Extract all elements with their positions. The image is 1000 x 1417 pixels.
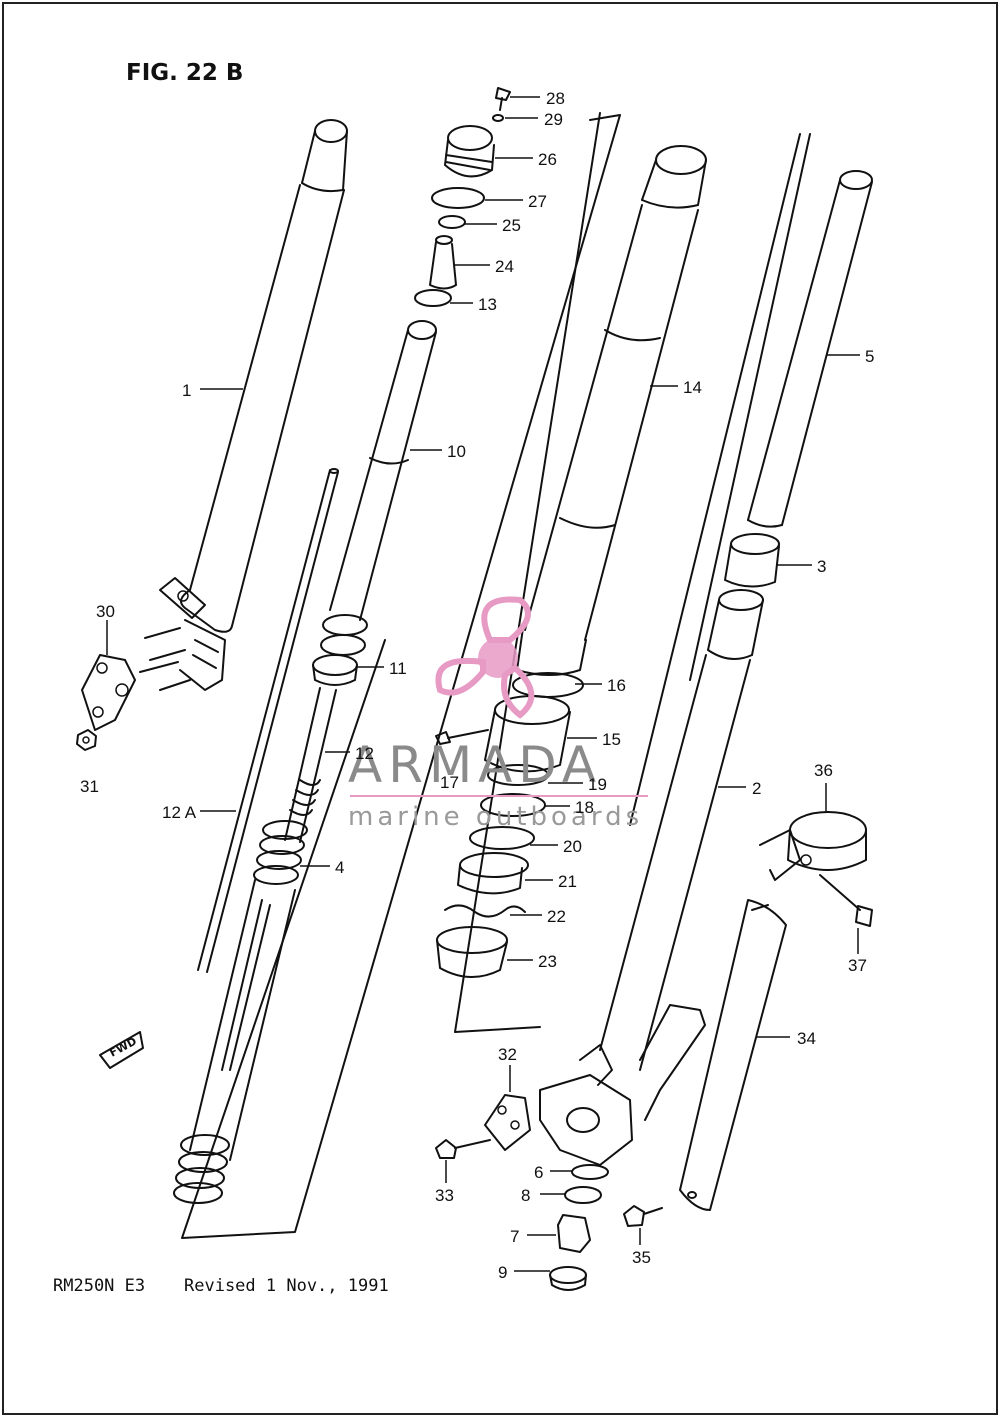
piston-rod-part-12 [284,687,337,843]
callout-29: 29 [544,110,563,129]
screw-part-17 [435,729,489,745]
callout-7: 7 [510,1227,519,1246]
damper-tube-part-10 [329,320,437,621]
callout-5: 5 [865,347,874,366]
callout-26: 26 [538,150,557,169]
callout-1: 1 [182,381,191,400]
clip-part-36 [759,811,867,881]
tube-part-5 [747,170,873,528]
washer-part-6 [571,1164,609,1180]
washer-part-8 [564,1186,602,1204]
callout-19: 19 [588,775,607,794]
callout-32: 32 [498,1045,517,1064]
cap-part-9 [549,1266,587,1291]
callout-21: 21 [558,872,577,891]
spring-part-4 [253,820,308,885]
callout-16: 16 [607,676,626,695]
callout-34: 34 [797,1029,816,1048]
bolt-part-35 [623,1205,663,1227]
callout-4: 4 [335,858,344,877]
callout-27: 27 [528,192,547,211]
callout-18: 18 [575,798,594,817]
seal-stack-assembly [436,672,584,979]
watermark-brand: ARMADA [348,736,602,794]
nut-part-31 [76,729,97,751]
group-outline-right [629,133,811,826]
callout-23: 23 [538,952,557,971]
watermark-tagline: marine outboards [348,802,643,832]
group-outline-left [181,114,621,1239]
fwd-label: FWD [107,1035,139,1060]
callout-8: 8 [521,1186,530,1205]
outer-tube-part-2 [599,589,764,1071]
callout-28: 28 [546,89,565,108]
callout-20: 20 [563,837,582,856]
footer-model: RM250N E3 [53,1276,145,1296]
inner-tube-part-14 [516,145,707,676]
footer-revision: Revised 1 Nov., 1991 [184,1276,389,1296]
callout-37: 37 [848,956,867,975]
callout-24: 24 [495,257,514,276]
callout-17: 17 [440,773,459,792]
clamp-part-30 [81,654,136,731]
callout-15: 15 [602,730,621,749]
callout-2: 2 [752,779,761,798]
group-outline-center [454,112,601,1033]
propeller-logo [435,596,535,719]
callout-13: 13 [478,295,497,314]
rod-part-12a [197,468,339,973]
axle-holder-part-32 [484,1094,531,1151]
callout-22: 22 [547,907,566,926]
callout-6: 6 [534,1163,543,1182]
callout-33: 33 [435,1186,454,1205]
ring-part-11 [312,614,368,686]
bolt-part-37 [819,874,873,927]
callout-14: 14 [683,378,702,397]
figure-title: FIG. 22 B [126,60,243,86]
callout-31: 31 [80,777,99,796]
callout-36: 36 [814,761,833,780]
fork-bottom-part [539,1004,706,1166]
callout-25: 25 [502,216,521,235]
callout-30: 30 [96,602,115,621]
bolt-part-33 [435,1139,491,1159]
guard-part-34 [679,899,787,1211]
callout-3: 3 [817,557,826,576]
plug-part-7 [557,1214,591,1253]
callout-12a: 12 A [162,803,197,822]
lower-tube-assembly [173,879,296,1204]
outer-tube-part-1 [139,119,348,691]
callout-9: 9 [498,1263,507,1282]
top-cap-assembly [414,87,511,307]
callouts: 28 29 26 27 25 24 13 1 10 14 5 3 30 11 1… [80,89,874,1282]
watermark: ARMADA marine outboards [348,596,648,832]
callout-11: 11 [389,659,407,678]
callout-12: 12 [355,744,374,763]
bushing-part-3 [724,533,780,588]
callout-35: 35 [632,1248,651,1267]
callout-10: 10 [447,442,466,461]
fwd-direction-arrow: FWD [99,1031,144,1069]
